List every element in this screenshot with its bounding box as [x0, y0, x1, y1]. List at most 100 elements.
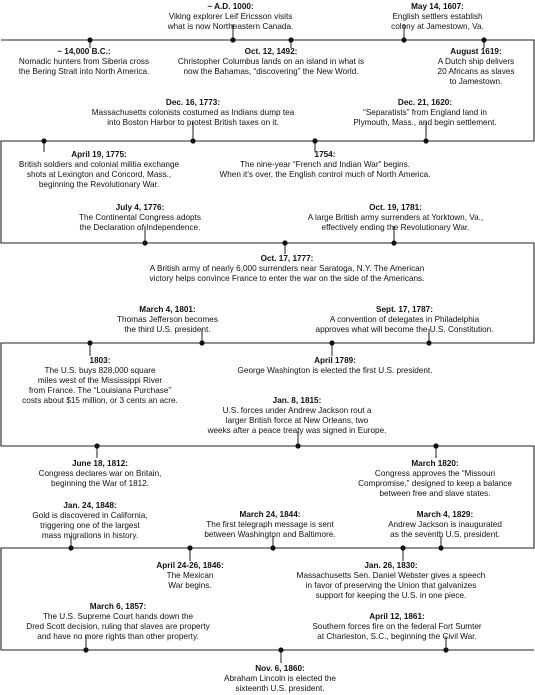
event-text: Andrew Jackson is inaugurated as the sev… [388, 520, 502, 539]
event-1000: ~ A.D. 1000:Viking explorer Leif Ericsso… [138, 2, 323, 32]
event-dot [190, 138, 196, 144]
event-1829: March 4, 1829:Andrew Jackson is inaugura… [370, 510, 520, 540]
event-1830: Jan. 26, 1830:Massachusetts Sen. Daniel … [260, 561, 522, 601]
event-date: March 4, 1801: [139, 305, 196, 314]
event-text: The U.S. Supreme Court hands down the Dr… [26, 612, 210, 641]
event-text: British soldiers and colonial militia ex… [18, 160, 180, 189]
event-text: Southern forces fire on the federal Fort… [312, 622, 482, 641]
event-text: Viking explorer Leif Ericsson visits wha… [167, 12, 294, 31]
event-text: Congress declares war on Britain, beginn… [38, 469, 162, 488]
event-dot [41, 138, 47, 144]
event-dot [400, 545, 406, 551]
event-text: The Continental Congress adopts the Decl… [79, 213, 201, 232]
event-date: May 14, 1607: [411, 2, 464, 11]
event-dot [87, 37, 93, 43]
event-1781: Oct. 19, 1781:A large British army surre… [268, 203, 523, 233]
event-date: Oct. 12, 1492: [244, 47, 298, 56]
event-dot [278, 647, 284, 653]
event-dot [230, 37, 236, 43]
event-1857: March 6, 1857:The U.S. Supreme Court han… [0, 602, 236, 642]
event-1812: June 18, 1812:Congress declares war on B… [20, 459, 180, 489]
event-date: ~ 14,000 B.C.: [57, 47, 111, 56]
event-1775: April 19, 1775:British soldiers and colo… [0, 150, 198, 190]
event-1607: May 14, 1607:English settlers establish … [355, 2, 520, 32]
event-date: April 1789: [314, 356, 356, 365]
event-dot [426, 340, 432, 346]
event-14000bc: ~ 14,000 B.C.:Nomadic hunters from Siber… [0, 47, 168, 77]
event-date: Dec. 21, 1620: [397, 98, 453, 107]
event-date: March 24, 1844: [239, 510, 301, 519]
event-dot [443, 647, 449, 653]
event-dot [83, 647, 89, 653]
event-date: March 4, 1829: [416, 510, 474, 519]
event-1787: Sept. 17, 1787:A convention of delegates… [282, 305, 527, 335]
event-dot [94, 443, 100, 449]
event-1860: Nov. 6, 1860:Abraham Lincoln is elected … [190, 664, 370, 694]
event-dot [401, 37, 407, 43]
event-text: English settlers establish colony at Jam… [391, 12, 484, 31]
event-dot [187, 545, 193, 551]
event-date: Sept. 17, 1787: [376, 305, 433, 314]
event-dot [481, 37, 487, 43]
event-1861: April 12, 1861:Southern forces fire on t… [282, 612, 512, 642]
event-dot [87, 340, 93, 346]
event-dot [295, 443, 301, 449]
event-text: A Dutch ship delivers 20 Africans as sla… [437, 57, 515, 86]
event-dot [391, 240, 397, 246]
event-text: Thomas Jefferson becomes the third U.S. … [117, 315, 218, 334]
event-text: Christopher Columbus lands on an island … [177, 57, 365, 76]
event-dot [438, 545, 444, 551]
event-1773: Dec. 16, 1773:Massachusetts colonists co… [58, 98, 328, 128]
event-date: Jan. 26, 1830: [364, 561, 418, 570]
event-date: 1754: [314, 150, 336, 159]
event-1846: April 24-26, 1846:The Mexican War begins… [130, 561, 250, 591]
event-dot [199, 340, 205, 346]
event-1789: April 1789:George Washington is elected … [210, 356, 460, 376]
event-1777: Oct. 17, 1777:A British army of nearly 6… [100, 254, 474, 284]
event-date: Nov. 6, 1860: [255, 664, 305, 673]
event-1620: Dec. 21, 1620:“Separatists” from England… [330, 98, 520, 128]
event-date: 1803: [89, 356, 111, 365]
event-text: The Mexican War begins. [166, 571, 214, 590]
event-text: George Washington is elected the first U… [237, 366, 433, 375]
event-text: The first telegraph message is sent betw… [204, 520, 336, 539]
event-text: A large British army surrenders at Yorkt… [307, 213, 484, 232]
event-date: June 18, 1812: [72, 459, 128, 468]
event-dot [142, 240, 148, 246]
event-dot [423, 138, 429, 144]
event-date: April 19, 1775: [71, 150, 127, 159]
event-dot [282, 240, 288, 246]
event-text: The U.S. buys 828,000 square miles west … [22, 366, 178, 405]
event-date: Dec. 16, 1773: [165, 98, 221, 107]
event-date: Oct. 17, 1777: [260, 254, 314, 263]
event-text: Massachusetts colonists costumed as Indi… [91, 108, 295, 127]
event-text: Congress approves the “Missouri Compromi… [358, 469, 512, 498]
event-date: April 24-26, 1846: [156, 561, 224, 570]
event-dot [68, 545, 74, 551]
event-date: April 12, 1861: [369, 612, 425, 621]
event-dot [312, 138, 318, 144]
event-date: July 4, 1776: [115, 203, 165, 212]
event-text: Gold is discovered in California, trigge… [32, 511, 148, 540]
event-text: A British army of nearly 6,000 surrender… [149, 264, 425, 283]
event-date: March 6, 1857: [89, 602, 147, 611]
event-date: ~ A.D. 1000: [207, 2, 254, 11]
event-text: Abraham Lincoln is elected the sixteenth… [224, 674, 336, 693]
event-1815: Jan. 8, 1815:U.S. forces under Andrew Ja… [177, 396, 417, 436]
event-1848: Jan. 24, 1848:Gold is discovered in Cali… [10, 501, 170, 541]
event-text: A convention of delegates in Philadelphi… [315, 315, 494, 334]
event-dot [288, 37, 294, 43]
event-1492: Oct. 12, 1492:Christopher Columbus lands… [160, 47, 382, 77]
event-date: Oct. 19, 1781: [369, 203, 422, 212]
event-text: The nine-year “French and Indian War” be… [219, 160, 431, 179]
event-dot [329, 340, 335, 346]
event-1803: 1803:The U.S. buys 828,000 square miles … [0, 356, 200, 406]
event-dot [270, 545, 276, 551]
event-date: August 1619: [450, 47, 502, 56]
event-1776: July 4, 1776:The Continental Congress ad… [60, 203, 220, 233]
event-1754: 1754:The nine-year “French and Indian Wa… [194, 150, 456, 180]
event-text: Nomadic hunters from Siberia cross the B… [18, 57, 150, 76]
event-date: Jan. 24, 1848: [63, 501, 117, 510]
